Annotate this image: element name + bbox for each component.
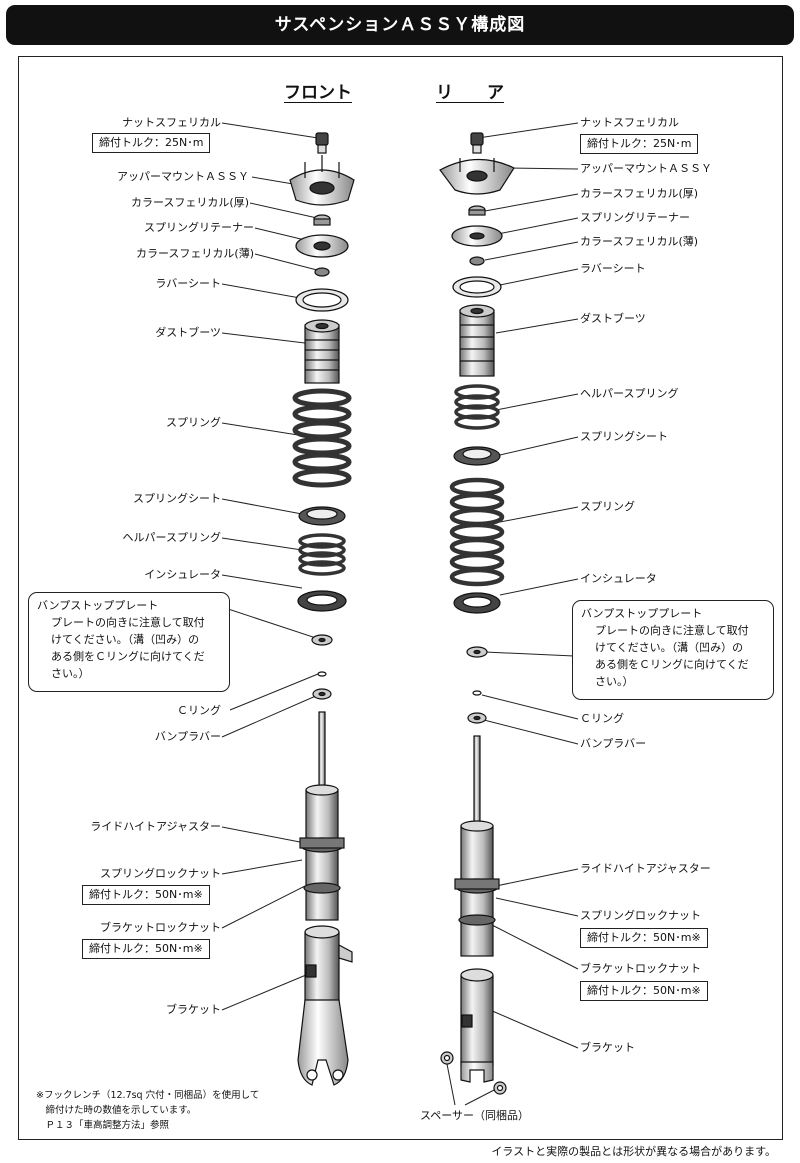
front-label-rubber-seat: ラバーシート	[155, 277, 221, 290]
rear-assembly	[439, 132, 515, 1095]
rear-label-ride-height: ライドハイトアジャスター	[580, 862, 711, 875]
rear-torque-bracket-lock: 締付トルク：50N･m※	[580, 981, 708, 1001]
front-collar-thick-icon	[313, 214, 331, 226]
rear-bracket-icon	[460, 968, 494, 1083]
front-label-insulator: インシュレータ	[144, 568, 221, 581]
rear-bump-plate-icon	[466, 646, 488, 658]
leader-lines	[215, 122, 579, 1106]
front-dust-boot-icon	[304, 319, 340, 384]
rear-heading: リ ア	[436, 83, 504, 103]
front-bump-stop-note: バンプストッププレート プレートの向きに注意して取付 けてください。（溝（凹み）…	[28, 592, 230, 692]
front-label-ride-height: ライドハイトアジャスター	[90, 820, 221, 833]
rear-bump-rubber-icon	[467, 712, 487, 724]
front-upper-mount-icon	[289, 155, 355, 206]
front-shock-rod-icon	[318, 711, 326, 793]
disclaimer: イラストと実際の製品とは形状が異なる場合があります。	[491, 1145, 776, 1158]
front-label-bracket: ブラケット	[166, 1003, 221, 1016]
front-rubber-seat-icon	[295, 288, 349, 312]
front-label-spring: スプリング	[166, 416, 221, 429]
rear-note-body: プレートの向きに注意して取付 けてください。（溝（凹み）の ある側をＣリングに向…	[595, 624, 749, 688]
front-label-bracket-lock-nut: ブラケットロックナット	[100, 921, 221, 934]
front-bracket-icon	[297, 925, 353, 1086]
front-label-spring-retainer: スプリングリテーナー	[144, 221, 254, 234]
rear-insulator-icon	[453, 592, 501, 614]
front-label-upper-mount: アッパーマウントＡＳＳＹ	[117, 170, 249, 183]
front-assembly	[289, 132, 355, 1086]
rear-label-insulator: インシュレータ	[580, 572, 657, 585]
front-spring-seat-icon	[298, 506, 346, 526]
front-nut-icon	[315, 132, 329, 154]
rear-label-spring: スプリング	[580, 500, 635, 513]
front-label-bump-rubber: バンプラバー	[154, 730, 221, 743]
rear-c-ring-icon	[472, 690, 482, 696]
spacer-icon	[440, 1051, 507, 1095]
rear-note-title: バンプストッププレート	[581, 607, 703, 620]
rear-shock-body-icon	[454, 820, 500, 957]
front-label-spring-lock-nut: スプリングロックナット	[100, 867, 221, 880]
rear-label-bracket-lock-nut: ブラケットロックナット	[580, 962, 701, 975]
rear-label-upper-mount: アッパーマウントＡＳＳＹ	[580, 162, 712, 175]
rear-spring-retainer-icon	[451, 225, 503, 247]
rear-label-helper-spring: ヘルパースプリング	[580, 387, 679, 400]
rear-collar-thin-icon	[469, 256, 485, 266]
front-label-dust-boot: ダストブーツ	[155, 326, 221, 339]
front-torque-bracket-lock: 締付トルク：50N･m※	[82, 939, 210, 959]
rear-label-bump-rubber: バンプラバー	[580, 737, 647, 750]
rear-label-bracket: ブラケット	[580, 1041, 635, 1054]
rear-helper-spring-icon	[454, 384, 500, 430]
rear-collar-thick-icon	[468, 205, 486, 216]
rear-bump-stop-note: バンプストッププレート プレートの向きに注意して取付 けてください。（溝（凹み）…	[572, 600, 774, 700]
front-helper-spring-icon	[298, 533, 346, 576]
front-spring-icon	[292, 388, 352, 488]
rear-label-spring-lock-nut: スプリングロックナット	[580, 909, 701, 922]
front-torque-spring-lock: 締付トルク：50N･m※	[82, 885, 210, 905]
rear-rubber-seat-icon	[452, 276, 502, 298]
title-bar: サスペンションＡＳＳＹ構成図	[6, 5, 794, 45]
front-note-title: バンプストッププレート	[37, 599, 159, 612]
diagram-frame	[18, 56, 783, 1140]
rear-label-spring-seat: スプリングシート	[580, 430, 668, 443]
front-note-body: プレートの向きに注意して取付 けてください。（溝（凹み）の ある側をＣリングに向…	[51, 616, 205, 680]
rear-label-dust-boot: ダストブーツ	[580, 312, 646, 325]
front-shock-body-icon	[299, 784, 345, 921]
front-insulator-icon	[297, 590, 347, 612]
rear-upper-mount-icon	[439, 158, 515, 195]
front-label-nut: ナットスフェリカル	[122, 116, 221, 129]
front-heading: フロント	[284, 83, 352, 103]
front-label-collar-thick: カラースフェリカル(厚)	[130, 196, 249, 209]
front-label-collar-thin: カラースフェリカル(薄)	[135, 247, 254, 260]
rear-label-spacer: スペーサー（同梱品）	[420, 1109, 530, 1122]
front-spring-retainer-icon	[295, 234, 349, 258]
rear-dust-boot-icon	[459, 304, 495, 377]
front-collar-thin-icon	[314, 267, 330, 277]
front-torque-nut: 締付トルク：25N･m	[92, 133, 211, 153]
front-label-c-ring: Ｃリング	[177, 704, 221, 717]
front-c-ring-icon	[317, 671, 327, 677]
front-bump-plate-icon	[311, 634, 333, 646]
front-label-spring-seat: スプリングシート	[133, 492, 221, 505]
rear-shock-rod-icon	[473, 735, 481, 829]
page-title: サスペンションＡＳＳＹ構成図	[274, 15, 526, 35]
footnote: ※フックレンチ（12.7sq 穴付・同梱品）を使用して 締付けた時の数値を示して…	[36, 1090, 260, 1131]
rear-spring-seat-icon	[453, 446, 501, 466]
rear-label-collar-thick: カラースフェリカル(厚)	[580, 187, 699, 200]
rear-label-collar-thin: カラースフェリカル(薄)	[580, 235, 699, 248]
front-bump-rubber-icon	[312, 688, 332, 700]
front-label-helper-spring: ヘルパースプリング	[122, 531, 221, 544]
rear-torque-spring-lock: 締付トルク：50N･m※	[580, 928, 708, 948]
rear-label-rubber-seat: ラバーシート	[580, 262, 646, 275]
rear-label-c-ring: Ｃリング	[580, 712, 624, 725]
rear-torque-nut: 締付トルク：25N･m	[580, 134, 699, 154]
rear-label-nut: ナットスフェリカル	[580, 116, 679, 129]
rear-nut-icon	[470, 132, 484, 154]
rear-label-spring-retainer: スプリングリテーナー	[580, 211, 690, 224]
rear-spring-icon	[449, 477, 505, 587]
